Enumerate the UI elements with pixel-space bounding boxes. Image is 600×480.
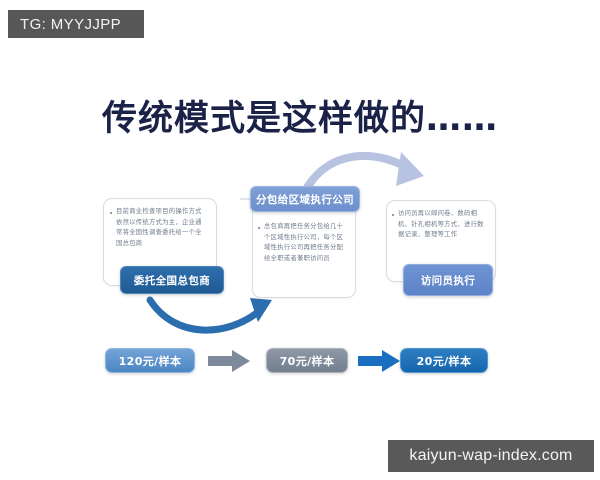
step-label-1[interactable]: 委托全国总包商: [120, 266, 224, 294]
bullet-icon: [392, 214, 394, 216]
bullet-icon: [110, 212, 112, 214]
price-box-1[interactable]: 120元/样本: [105, 348, 195, 373]
step-card-2-body: 总包商再把任务分包给几十个区域性执行公司，每个区域性执行公司再把任务分配给全职或…: [264, 223, 344, 262]
tg-handle-badge: TG: MYYJJPP: [8, 10, 144, 38]
step-label-3[interactable]: 访问员执行: [403, 264, 493, 296]
step-card-1-body: 目前商业检查项目的操作方式依然以传统方式为主，企业通常将全国性调查委托给一个全国…: [116, 208, 202, 247]
price-box-3[interactable]: 20元/样本: [400, 348, 488, 373]
price-arrow-1-icon: [208, 350, 250, 372]
step-card-2: [252, 202, 356, 298]
step-label-2[interactable]: 分包给区域执行公司: [250, 186, 360, 212]
site-watermark-text: kaiyun-wap-index.com: [409, 447, 573, 464]
page-title: 传统模式是这样做的……: [101, 99, 498, 139]
arrow-step2-to-step3-icon: [304, 151, 424, 190]
price-arrow-2-icon: [358, 350, 400, 372]
bullet-icon: [258, 227, 260, 229]
site-watermark-badge: kaiyun-wap-index.com: [388, 440, 594, 472]
tg-handle-text: TG: MYYJJPP: [20, 15, 122, 33]
arrow-step1-to-step2-icon: [146, 296, 272, 334]
step-card-3-body: 访问员再以邮问卷、数码相机、针孔相机等方式、进行数据记录、整理等工作: [398, 210, 484, 238]
price-box-2[interactable]: 70元/样本: [266, 348, 348, 373]
